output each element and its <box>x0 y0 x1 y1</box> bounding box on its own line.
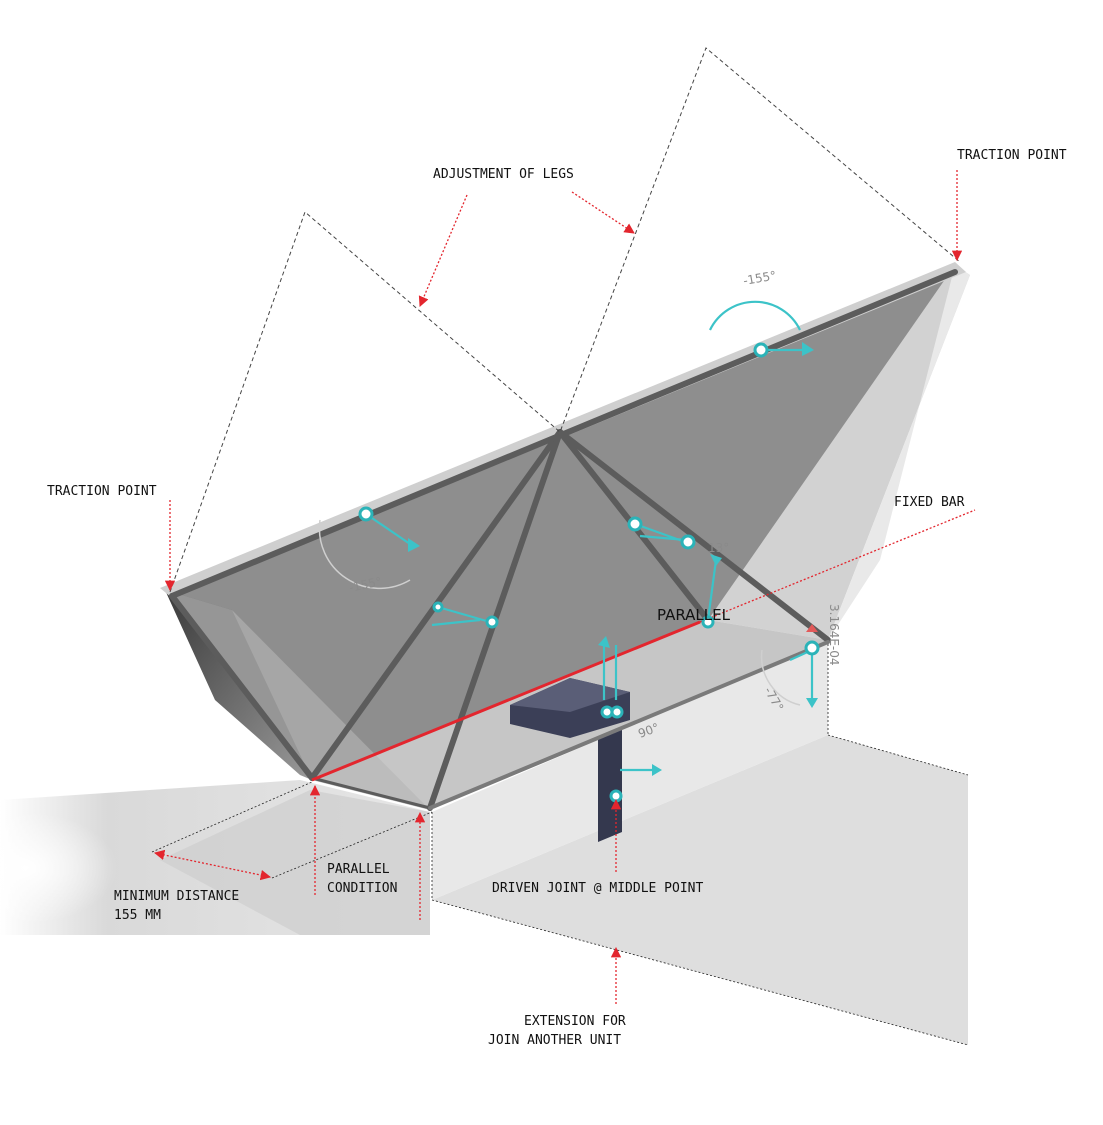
dimension-readouts: -155° -155° 13° -77° 90° 3.164E-04 <box>348 268 841 740</box>
side-readout: 3.164E-04 <box>827 604 841 666</box>
ground-shadow <box>0 780 430 940</box>
angle-lower-readout: 90° <box>636 720 661 740</box>
label-parallel-condition-1: PARALLEL <box>327 862 390 877</box>
arrow-legs-left <box>418 194 468 307</box>
joint-right <box>760 624 820 708</box>
minimum-distance-guide <box>151 781 433 881</box>
label-parallel: PARALLEL <box>657 606 731 624</box>
label-traction-point-right: TRACTION POINT <box>957 148 1067 163</box>
annotation-arrows <box>164 170 963 1004</box>
label-adjustment-of-legs: ADJUSTMENT OF LEGS <box>433 167 574 182</box>
angle-center-readout: 13° <box>708 541 729 555</box>
label-traction-point-left: TRACTION POINT <box>47 484 157 499</box>
joint-left-upper <box>318 506 420 590</box>
joint-indicators <box>318 300 820 803</box>
label-parallel-condition-2: CONDITION <box>327 881 397 896</box>
angle-top-readout: -155° <box>742 268 777 288</box>
joint-driven <box>598 636 662 803</box>
joint-top-right <box>709 300 814 358</box>
label-extension-2: JOIN ANOTHER UNIT <box>488 1033 621 1048</box>
joint-center <box>627 516 722 629</box>
label-extension-1: EXTENSION FOR <box>524 1014 626 1029</box>
driven-joint-block <box>510 678 630 842</box>
angle-left-readout: -155° <box>348 574 383 595</box>
joint-left-lower <box>431 601 499 629</box>
label-minimum-distance-1: MINIMUM DISTANCE <box>114 889 239 904</box>
arrow-legs-right <box>571 191 635 234</box>
label-driven-joint: DRIVEN JOINT @ MIDDLE POINT <box>492 881 703 896</box>
annotation-labels: ADJUSTMENT OF LEGS TRACTION POINT TRACTI… <box>47 148 1067 1048</box>
label-minimum-distance-2: 155 MM <box>114 908 161 923</box>
fixed-bar <box>311 509 976 782</box>
label-fixed-bar: FIXED BAR <box>894 495 965 510</box>
leg-adjustment-guides <box>169 47 961 593</box>
